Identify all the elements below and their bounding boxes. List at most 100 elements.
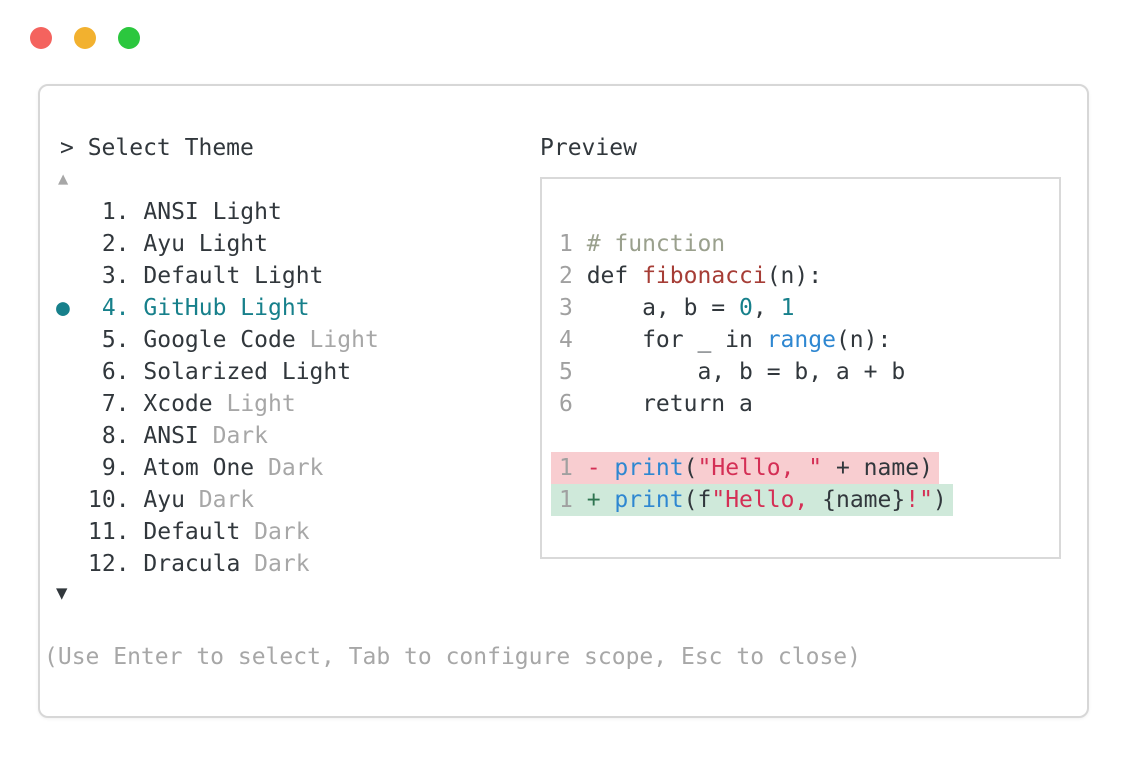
theme-list-item[interactable]: 12. Dracula Dark xyxy=(56,548,379,580)
scroll-down-icon[interactable]: ▼ xyxy=(56,582,68,604)
theme-number: 5. xyxy=(101,327,130,353)
help-text: (Use Enter to select, Tab to configure s… xyxy=(44,644,861,670)
code-token: + name xyxy=(822,455,920,481)
code-token: + xyxy=(586,487,615,513)
theme-number: 4. xyxy=(101,295,130,321)
line-number: 5 xyxy=(559,359,573,385)
theme-name: Default xyxy=(143,519,241,545)
theme-name: Default Light xyxy=(143,263,324,289)
code-line: 4 for _ in range(n): xyxy=(551,324,897,356)
theme-name: GitHub Light xyxy=(143,295,310,321)
code-token: for _ in xyxy=(586,327,767,353)
scroll-up-icon[interactable]: ▲ xyxy=(58,169,69,189)
theme-list-item[interactable]: ● 4. GitHub Light xyxy=(56,292,379,324)
code-line: 6 return a xyxy=(551,388,759,420)
code-token: ) xyxy=(932,487,947,513)
theme-name: Google Code xyxy=(143,327,296,353)
line-number: 6 xyxy=(559,391,573,417)
theme-number: 10. xyxy=(88,487,130,513)
theme-list-item[interactable]: 11. Default Dark xyxy=(56,516,379,548)
theme-list-item[interactable]: 6. Solarized Light xyxy=(56,356,379,388)
theme-name: Dracula xyxy=(143,551,241,577)
line-number: 2 xyxy=(559,263,573,289)
preview-title: Preview xyxy=(540,135,637,161)
code-token: return a xyxy=(586,391,753,417)
theme-name-variant: Light xyxy=(212,391,296,417)
theme-name-variant: Dark xyxy=(240,551,310,577)
code-line: 2 def fibonacci(n): xyxy=(551,260,828,292)
code-token: print xyxy=(614,455,684,481)
code-line: 1 # function xyxy=(551,228,731,260)
code-token: , xyxy=(752,295,781,321)
theme-list-item[interactable]: 2. Ayu Light xyxy=(56,228,379,260)
selected-bullet-icon: ● xyxy=(56,295,70,321)
theme-list-item[interactable]: 1. ANSI Light xyxy=(56,196,379,228)
theme-number: 11. xyxy=(88,519,130,545)
prompt-line: > Select Theme xyxy=(60,135,254,161)
theme-list-item[interactable]: 3. Default Light xyxy=(56,260,379,292)
diff-removed-line: 1- print("Hello, " + name) xyxy=(551,452,939,484)
code-token: ( xyxy=(683,455,698,481)
code-token: "Hello, " xyxy=(697,455,823,481)
code-token: {name} xyxy=(822,487,906,513)
code-line: 5 a, b = b, a + b xyxy=(551,356,911,388)
code-token: 0 xyxy=(739,295,753,321)
code-token: - xyxy=(586,455,615,481)
diff-added-line: 1 + print(f"Hello, {name}!") xyxy=(551,484,953,516)
theme-list-item[interactable]: 10. Ayu Dark xyxy=(56,484,379,516)
code-token: (n): xyxy=(766,263,823,289)
theme-name-variant: Dark xyxy=(184,487,255,513)
code-token: 1 xyxy=(780,295,795,321)
theme-name-variant: Dark xyxy=(198,423,269,449)
theme-name: ANSI xyxy=(143,423,199,449)
code-line xyxy=(551,420,565,452)
theme-number: 8. xyxy=(101,423,130,449)
code-token: # function xyxy=(586,231,726,257)
theme-list-item[interactable]: 9. Atom One Dark xyxy=(56,452,379,484)
code-token: def xyxy=(586,263,643,289)
theme-name-variant: Dark xyxy=(240,519,310,545)
line-number: 3 xyxy=(559,295,573,321)
theme-name: ANSI Light xyxy=(143,199,282,225)
theme-number: 9. xyxy=(101,455,130,481)
theme-number: 2. xyxy=(101,231,130,257)
close-window-button[interactable] xyxy=(30,27,52,49)
theme-list-item[interactable]: 8. ANSI Dark xyxy=(56,420,379,452)
theme-name: Xcode xyxy=(143,391,213,417)
code-line: 3 a, b = 0, 1 xyxy=(551,292,800,324)
theme-name-variant: Light xyxy=(295,327,379,353)
theme-name: Ayu Light xyxy=(143,231,268,257)
line-number: 1 xyxy=(559,487,573,513)
line-number: 1 xyxy=(559,231,573,257)
code-token: (n): xyxy=(835,327,892,353)
theme-number: 3. xyxy=(101,263,130,289)
code-token: "Hello, xyxy=(711,487,823,513)
theme-picker-panel: > Select Theme ▲ 1. ANSI Light 2. Ayu Light… xyxy=(38,84,1089,718)
window-controls xyxy=(30,27,140,49)
theme-name-variant: Dark xyxy=(254,455,324,481)
code-token: a, b = xyxy=(586,295,740,321)
theme-name: Atom One xyxy=(143,455,255,481)
zoom-window-button[interactable] xyxy=(118,27,140,49)
code-token: !" xyxy=(905,487,933,513)
theme-number: 12. xyxy=(88,551,130,577)
theme-list: 1. ANSI Light 2. Ayu Light 3. Default Light ● 4… xyxy=(56,196,379,580)
theme-name: Solarized Light xyxy=(143,359,352,385)
code-token: a, b = b, a + b xyxy=(586,359,906,385)
minimize-window-button[interactable] xyxy=(74,27,96,49)
code-token: range xyxy=(766,327,836,353)
theme-number: 6. xyxy=(101,359,130,385)
code-token: fibonacci xyxy=(642,263,767,289)
code-token: ) xyxy=(919,455,933,481)
theme-number: 1. xyxy=(101,199,130,225)
theme-number: 7. xyxy=(101,391,130,417)
theme-list-item[interactable]: 5. Google Code Light xyxy=(56,324,379,356)
code-token: (f xyxy=(683,487,712,513)
theme-list-item[interactable]: 7. Xcode Light xyxy=(56,388,379,420)
line-number: 1 xyxy=(559,455,573,481)
line-number: 4 xyxy=(559,327,573,353)
code-token: print xyxy=(614,487,684,513)
theme-name: Ayu xyxy=(143,487,185,513)
